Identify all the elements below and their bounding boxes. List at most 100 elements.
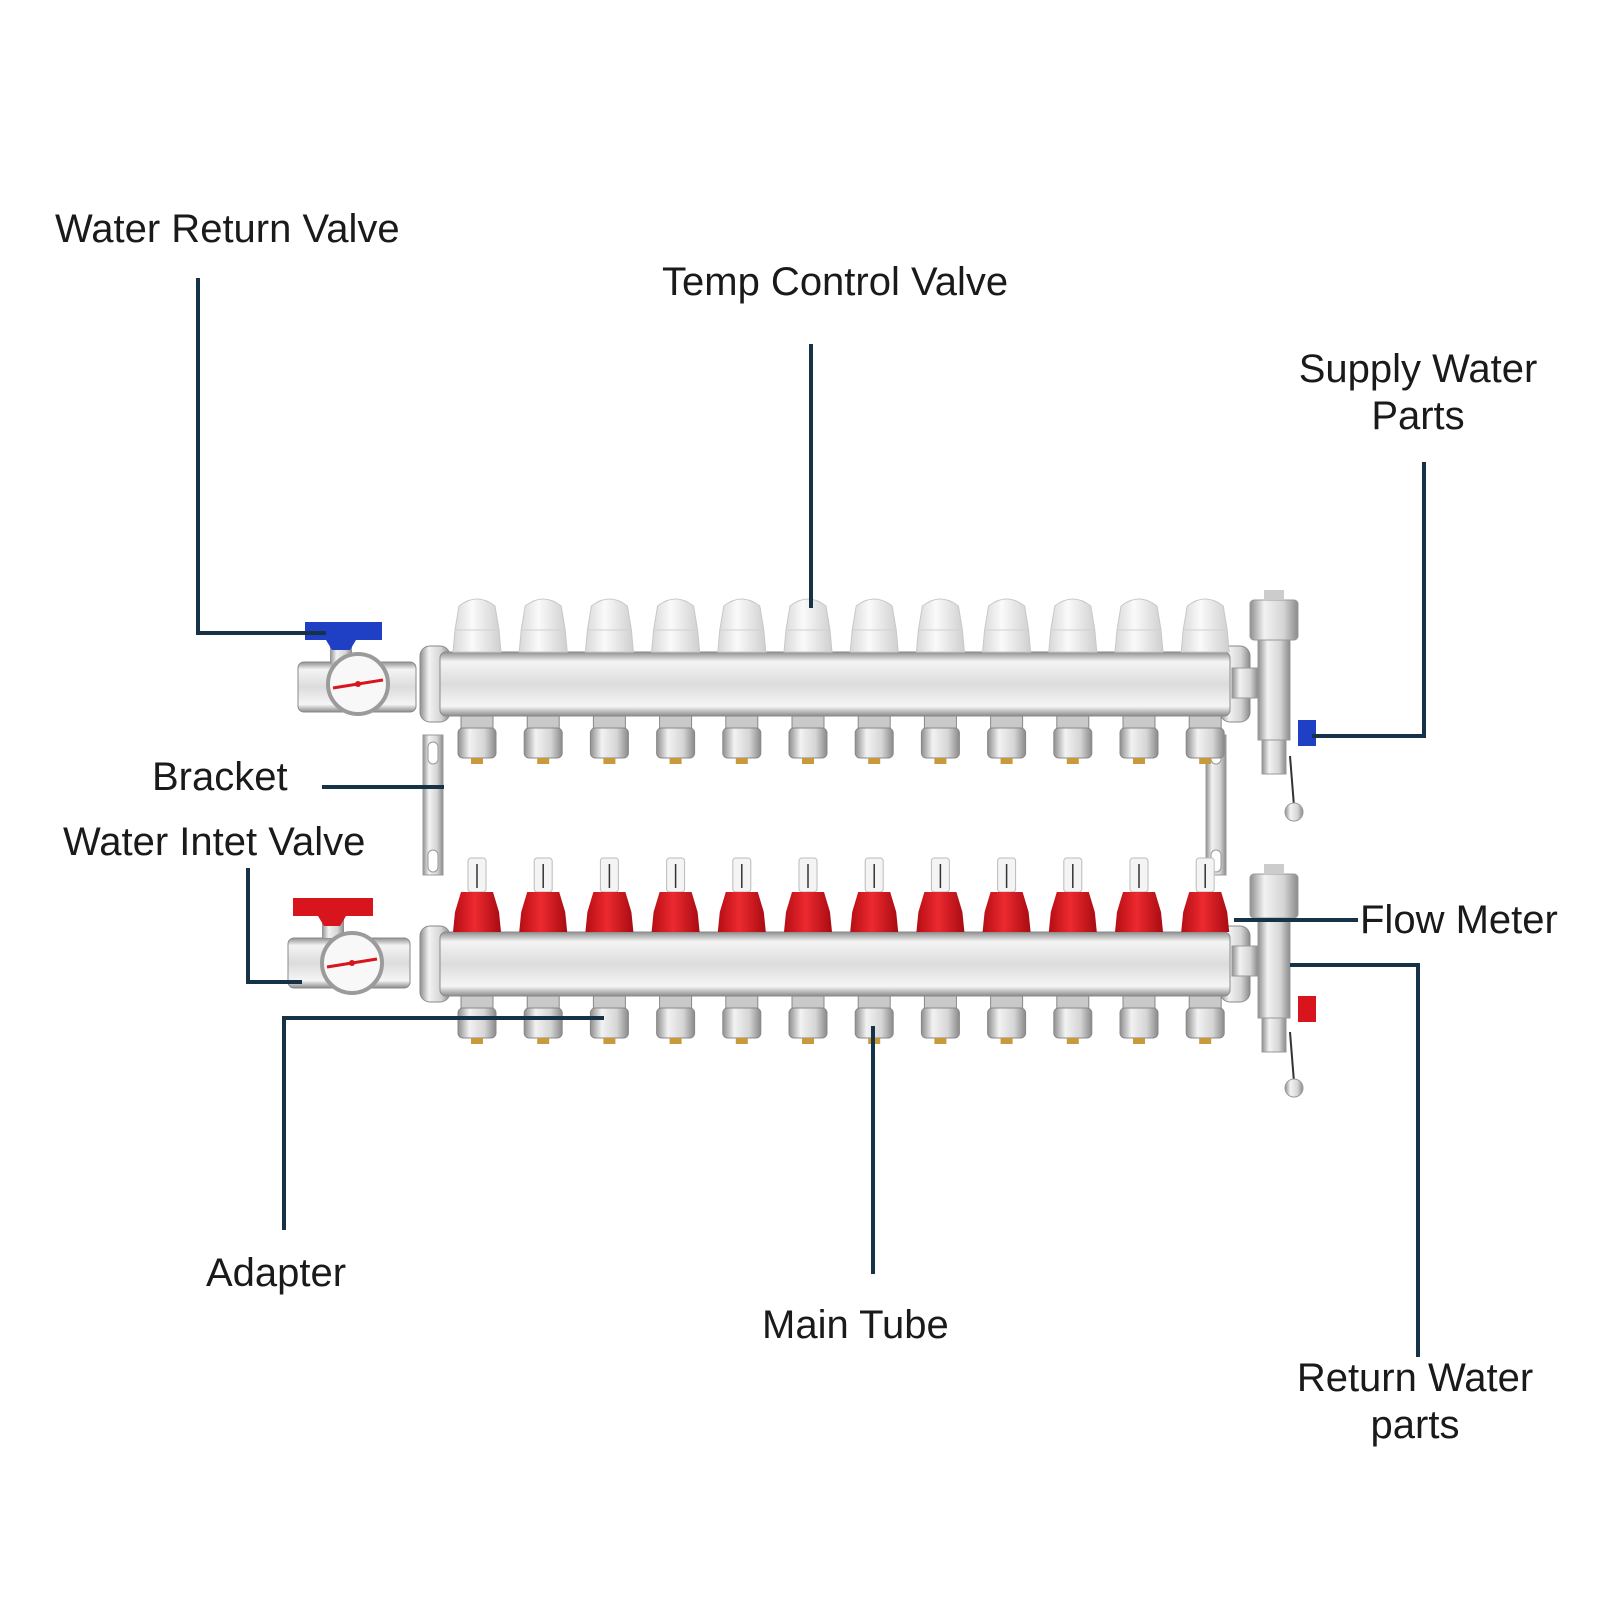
upper-manifold xyxy=(419,598,1251,764)
adapter-brass-tip xyxy=(603,1038,616,1044)
adapter-brass-tip xyxy=(471,758,483,764)
adapter-brass-tip xyxy=(735,758,748,764)
adapter-neck xyxy=(659,995,693,1009)
adapter-brass-tip xyxy=(537,1038,550,1044)
adapter xyxy=(788,1007,828,1039)
adapter-brass-tip xyxy=(802,758,814,764)
label-water-inlet-valve: Water Intet Valve xyxy=(63,820,366,864)
temp-control-valve-cap xyxy=(849,598,899,653)
adapter xyxy=(987,727,1027,759)
adapter-brass-tip xyxy=(1066,758,1079,764)
adapter-neck xyxy=(460,715,494,729)
adapter-brass-tip xyxy=(868,758,881,764)
label-supply-water-parts-line1: Supply Water xyxy=(1298,347,1538,391)
temp-control-valve-cap xyxy=(651,598,701,653)
adapter-brass-tip xyxy=(1000,758,1013,764)
adapter-neck xyxy=(1056,995,1090,1009)
adapter-brass-tip xyxy=(1066,1038,1079,1044)
flow-meter-cap xyxy=(1048,892,1097,932)
main-tube xyxy=(439,651,1231,717)
flow-meter-cap xyxy=(519,892,568,932)
temp-control-valve-cap xyxy=(518,598,568,653)
leader-main-tube xyxy=(871,1026,875,1274)
water-inlet-ball-valve xyxy=(287,898,411,995)
adapter-neck xyxy=(526,715,560,729)
adapter xyxy=(457,727,497,759)
adapter xyxy=(523,1007,563,1039)
lower-manifold xyxy=(419,857,1251,1044)
label-bracket: Bracket xyxy=(152,755,288,799)
adapter-brass-tip xyxy=(669,1038,682,1044)
adapter-neck xyxy=(725,995,759,1009)
adapter xyxy=(1053,727,1093,759)
return-water-parts xyxy=(1231,864,1316,1098)
water-return-ball-valve xyxy=(297,622,417,716)
leader-return-water-parts-h xyxy=(1290,963,1420,967)
leader-adapter-h xyxy=(282,1016,604,1020)
adapter xyxy=(920,727,960,759)
flow-meter-cap xyxy=(1115,892,1163,932)
label-temp-control-valve: Temp Control Valve xyxy=(662,260,1009,304)
flow-meter-cap xyxy=(453,892,501,932)
temp-control-valve-cap xyxy=(584,598,634,653)
adapter-brass-tip xyxy=(1133,1038,1145,1044)
adapter-neck xyxy=(791,715,825,729)
main-tube xyxy=(439,931,1231,997)
adapter-brass-tip xyxy=(1199,1038,1212,1044)
adapter-brass-tip xyxy=(669,758,682,764)
label-water-return-valve: Water Return Valve xyxy=(55,207,400,251)
temp-control-valve-cap xyxy=(1048,598,1098,653)
adapter xyxy=(722,1007,762,1039)
adapter-neck xyxy=(592,715,626,729)
adapter-brass-tip xyxy=(603,758,616,764)
leader-water-inlet-valve-h xyxy=(246,980,302,984)
temp-control-valve-cap xyxy=(452,598,502,653)
flow-meter-cap xyxy=(651,892,700,932)
adapter xyxy=(722,727,762,759)
adapter-neck xyxy=(659,715,693,729)
leader-water-inlet-valve xyxy=(246,868,250,984)
adapter xyxy=(656,727,696,759)
adapter-brass-tip xyxy=(934,758,947,764)
adapter-neck xyxy=(1122,995,1156,1009)
adapter-brass-tip xyxy=(471,1038,483,1044)
adapter xyxy=(987,1007,1027,1039)
leader-bracket xyxy=(322,785,444,789)
leader-flow-meter xyxy=(1234,918,1358,922)
adapter-neck xyxy=(791,995,825,1009)
adapter-neck xyxy=(923,995,957,1009)
adapter-neck xyxy=(857,995,891,1009)
adapter-neck xyxy=(1122,715,1156,729)
adapter-neck xyxy=(990,715,1024,729)
adapter xyxy=(589,1007,629,1039)
label-return-water-parts-line2: parts xyxy=(1370,1403,1460,1447)
adapter-neck xyxy=(857,715,891,729)
label-adapter: Adapter xyxy=(206,1251,347,1295)
adapter xyxy=(854,727,894,759)
adapter-neck xyxy=(592,995,626,1009)
temp-control-valve-cap xyxy=(783,598,833,653)
flow-meter-cap xyxy=(585,892,634,932)
leader-supply-water-parts xyxy=(1422,462,1426,738)
adapter-brass-tip xyxy=(1199,758,1212,764)
adapter-neck xyxy=(923,715,957,729)
adapter xyxy=(1053,1007,1093,1039)
adapter xyxy=(920,1007,960,1039)
label-supply-water-parts: Supply Water Parts xyxy=(1298,346,1538,440)
temp-control-valve-cap xyxy=(717,598,767,653)
adapter-brass-tip xyxy=(537,758,550,764)
label-flow-meter: Flow Meter xyxy=(1360,898,1558,942)
leader-temp-control-valve xyxy=(809,344,813,608)
label-return-water-parts: Return Water parts xyxy=(1280,1355,1550,1449)
label-supply-water-parts-line2: Parts xyxy=(1371,394,1465,438)
leader-water-return-valve-h xyxy=(196,631,326,635)
adapter-neck xyxy=(725,715,759,729)
adapter xyxy=(1185,1007,1225,1039)
adapter-neck xyxy=(460,995,494,1009)
bracket-left xyxy=(422,734,444,876)
adapter xyxy=(589,727,629,759)
adapter-brass-tip xyxy=(934,1038,947,1044)
flow-meter-cap xyxy=(916,892,965,932)
flow-meter-cap xyxy=(982,892,1031,932)
